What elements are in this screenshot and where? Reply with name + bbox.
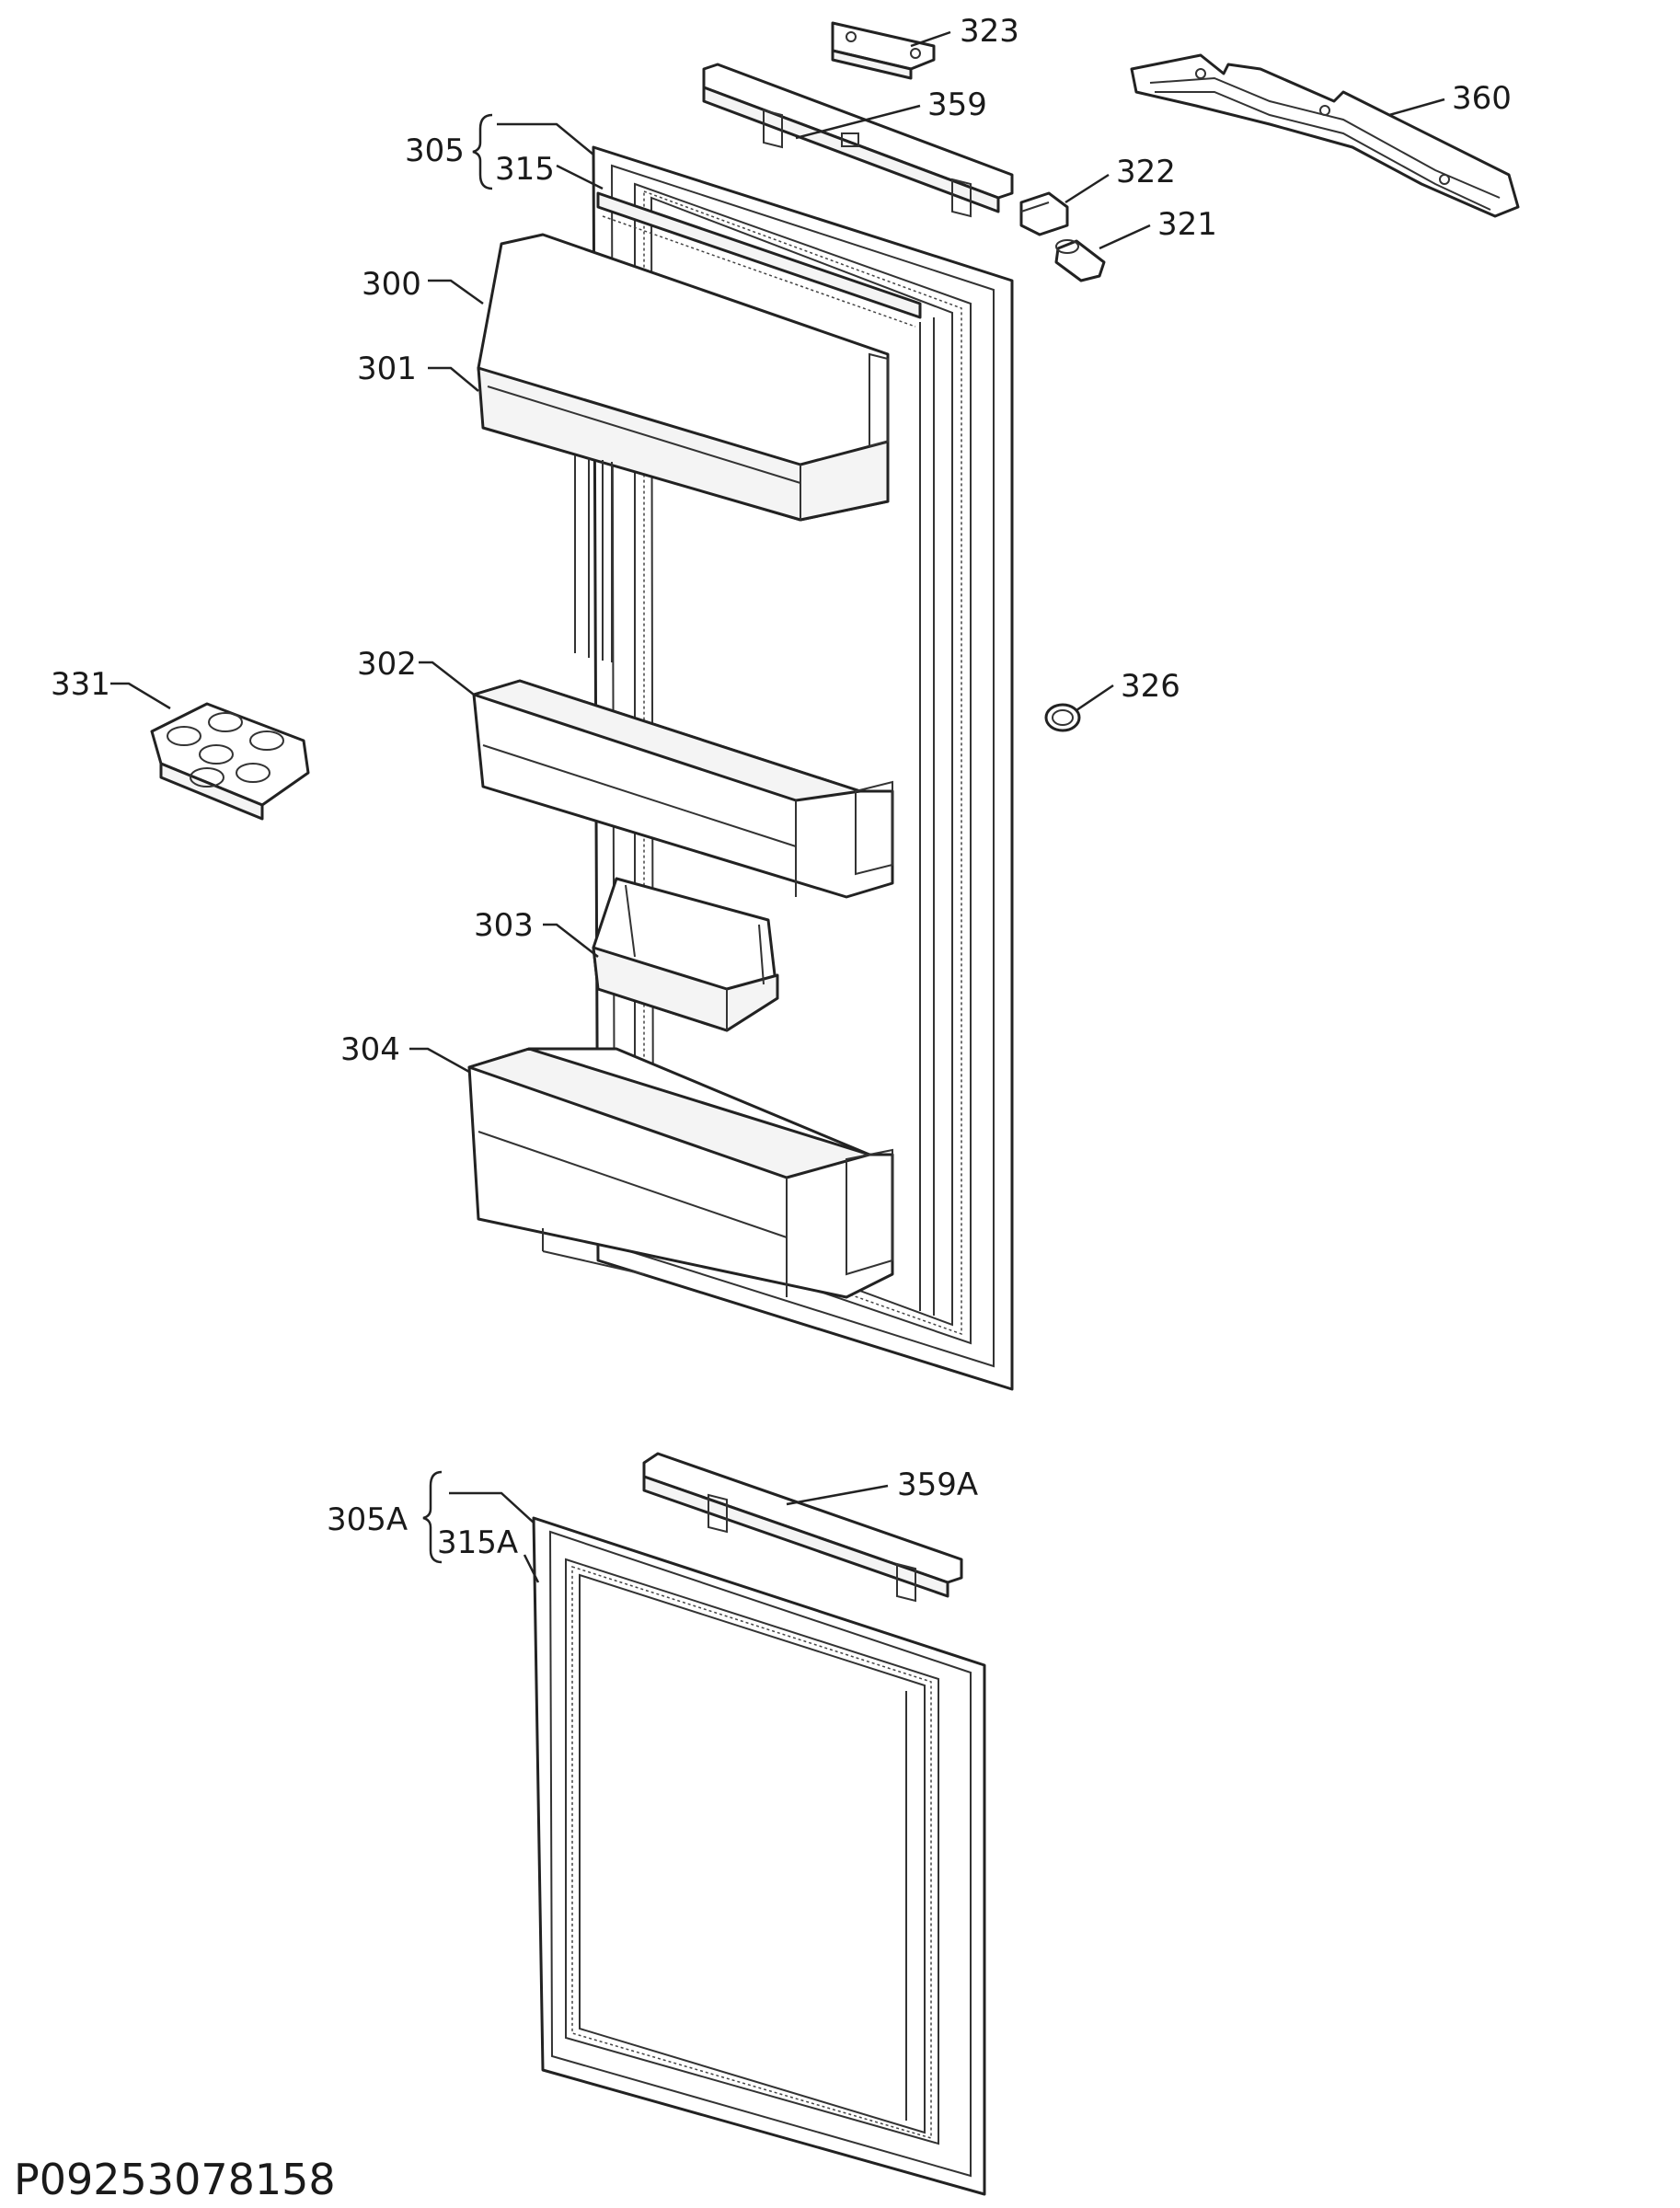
egg-tray-331 xyxy=(150,702,310,821)
hinge-cover-359 xyxy=(702,63,1014,218)
door-gasket-upper xyxy=(596,191,922,328)
small-shelf-303 xyxy=(592,877,779,1032)
label-300: 300 xyxy=(362,266,421,303)
leader-lines xyxy=(110,30,1445,1583)
label-315A: 315A xyxy=(437,1524,518,1561)
hinge-bushing-322 xyxy=(1019,191,1069,236)
label-359: 359 xyxy=(927,86,987,123)
drawing-code: P09253078158 xyxy=(14,2155,336,2204)
hinge-cover-359A xyxy=(642,1452,963,1603)
label-303: 303 xyxy=(474,907,534,944)
label-331: 331 xyxy=(51,666,110,703)
label-360: 360 xyxy=(1452,80,1512,117)
door-frame-left-rail xyxy=(574,455,613,662)
label-304: 304 xyxy=(340,1031,400,1068)
label-braces xyxy=(422,113,493,1564)
hinge-plate-360 xyxy=(1130,53,1520,218)
cover-plug-326 xyxy=(1044,703,1081,732)
label-323: 323 xyxy=(960,13,1019,50)
label-321: 321 xyxy=(1157,206,1217,243)
label-305A: 305A xyxy=(327,1501,408,1538)
bottle-shelf-304 xyxy=(467,1047,894,1299)
lower-door-frame xyxy=(532,1516,986,2196)
label-301: 301 xyxy=(357,351,417,387)
part-labels: 323 359 360 305 315 322 321 300 301 331 … xyxy=(51,13,1512,1561)
label-322: 322 xyxy=(1116,154,1176,190)
label-302: 302 xyxy=(357,646,417,683)
label-305: 305 xyxy=(405,132,465,169)
door-shelf-302 xyxy=(472,679,894,899)
hinge-pin-321 xyxy=(1054,239,1106,282)
label-359A: 359A xyxy=(897,1466,978,1503)
label-326: 326 xyxy=(1121,668,1180,705)
hinge-bracket-323 xyxy=(831,21,936,80)
dairy-compartment-300 xyxy=(477,233,890,522)
label-315: 315 xyxy=(495,151,555,188)
